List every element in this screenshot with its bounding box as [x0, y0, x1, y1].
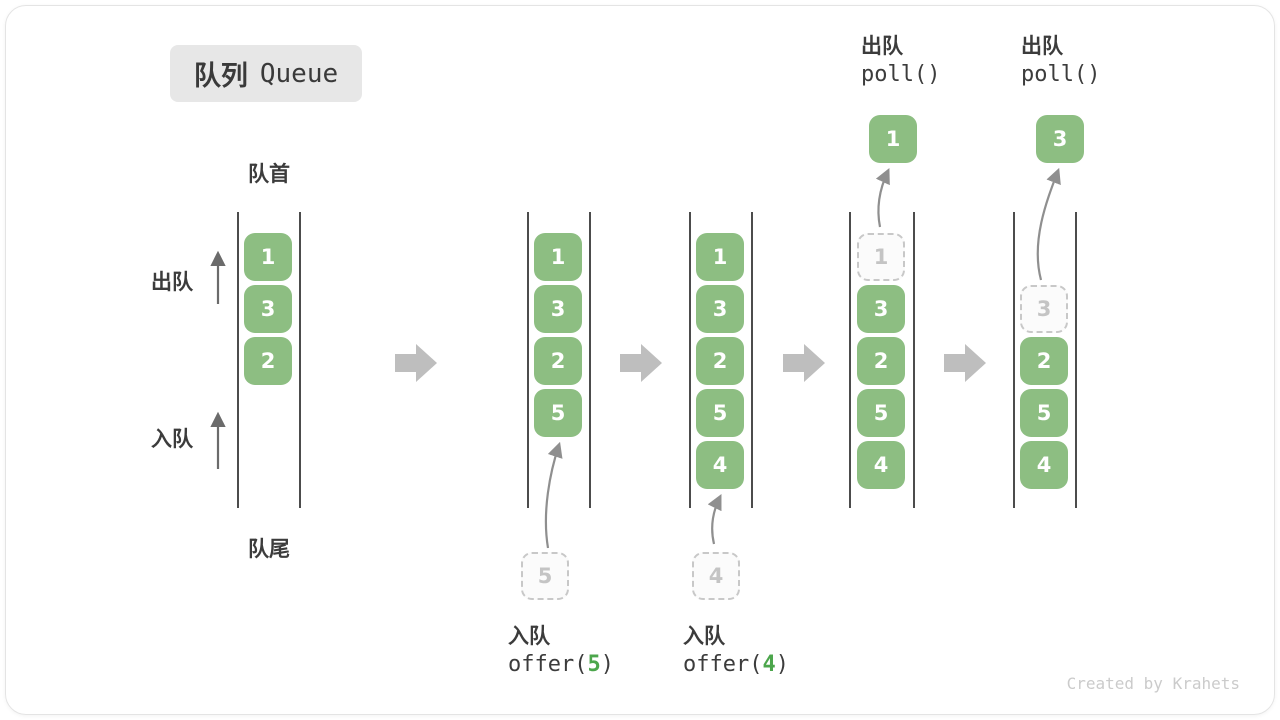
queue-slot: 1	[696, 233, 744, 281]
enqueue-caption: 入队	[683, 624, 725, 648]
slot-value: 4	[873, 453, 889, 477]
transition-arrow-2	[620, 344, 662, 382]
queue-slot: 2	[534, 337, 582, 385]
polled-value: 1	[885, 127, 901, 151]
watermark: Created by Krahets	[1066, 674, 1240, 693]
slot-value: 1	[260, 245, 276, 269]
queue-slot: 1	[534, 233, 582, 281]
queue-rail-right	[913, 212, 915, 508]
queue-rear-label: 队尾	[248, 537, 290, 561]
queue-front-label: 队首	[248, 162, 290, 186]
code-arg: 4	[762, 652, 776, 677]
transition-arrow-3	[783, 344, 825, 382]
queue-slot: 4	[1020, 441, 1068, 489]
slot-value: 1	[712, 245, 728, 269]
polled-value-box: 3	[1036, 115, 1084, 163]
pending-value: 4	[708, 564, 724, 588]
enqueue-arrow	[544, 441, 563, 549]
enqueue-side-label: 入队	[151, 427, 193, 451]
queue-rail-left	[527, 212, 529, 508]
enqueue-arrow	[707, 494, 722, 545]
queue-slot: 5	[696, 389, 744, 437]
pending-value: 5	[537, 564, 553, 588]
queue-slot: 2	[857, 337, 905, 385]
slot-value: 5	[550, 401, 566, 425]
queue-slot: 3	[696, 285, 744, 333]
poll-arrow	[875, 168, 890, 228]
slot-value: 2	[712, 349, 728, 373]
dequeue-side-label: 出队	[151, 270, 193, 294]
slot-value: 3	[550, 297, 566, 321]
slot-value: 3	[1036, 297, 1052, 321]
slot-value: 3	[873, 297, 889, 321]
queue-slot: 4	[696, 441, 744, 489]
queue-rail-right	[751, 212, 753, 508]
slot-value: 5	[873, 401, 889, 425]
code-pre: offer(	[508, 652, 588, 677]
slot-value: 5	[1036, 401, 1052, 425]
slot-value: 2	[873, 349, 889, 373]
slot-value: 2	[550, 349, 566, 373]
polled-value-box: 1	[869, 115, 917, 163]
dequeue-caption: 出队	[1021, 34, 1063, 58]
queue-rail-left	[689, 212, 691, 508]
dequeue-caption: 出队	[861, 34, 903, 58]
queue-slot: 3	[244, 285, 292, 333]
queue-slot: 2	[1020, 337, 1068, 385]
poll-arrow	[1036, 167, 1061, 281]
slot-value: 3	[712, 297, 728, 321]
queue-rail-right	[299, 212, 301, 508]
transition-arrow-4	[944, 344, 986, 382]
queue-slot: 3	[534, 285, 582, 333]
queue-slot: 2	[244, 337, 292, 385]
queue-slot-dashed: 1	[857, 233, 905, 281]
title-zh: 队列	[193, 61, 248, 92]
slot-value: 2	[1036, 349, 1052, 373]
slot-value: 2	[260, 349, 276, 373]
queue-slot: 5	[857, 389, 905, 437]
polled-value: 3	[1052, 127, 1068, 151]
canvas-rounded-border	[5, 5, 1275, 715]
dequeue-code: poll()	[1021, 62, 1101, 87]
queue-rail-left	[849, 212, 851, 508]
dequeue-code: poll()	[861, 62, 941, 87]
slot-value: 4	[1036, 453, 1052, 477]
queue-rail-left	[1013, 212, 1015, 508]
queue-rail-right	[589, 212, 591, 508]
enqueue-code: offer(5)	[508, 652, 614, 677]
slot-value: 4	[712, 453, 728, 477]
enqueue-caption: 入队	[508, 624, 550, 648]
code-pre: offer(	[683, 652, 763, 677]
queue-slot: 5	[534, 389, 582, 437]
enqueue-code: offer(4)	[683, 652, 789, 677]
transition-arrow-1	[395, 344, 437, 382]
slot-value: 1	[550, 245, 566, 269]
title-badge: 队列 Queue	[170, 45, 362, 102]
code-arg: 5	[587, 652, 601, 677]
slot-value: 1	[873, 245, 889, 269]
queue-rail-right	[1075, 212, 1077, 508]
queue-slot: 3	[857, 285, 905, 333]
queue-rail-left	[237, 212, 239, 508]
pending-enqueue-box: 5	[521, 552, 569, 600]
queue-slot: 2	[696, 337, 744, 385]
slot-value: 5	[712, 401, 728, 425]
queue-slot-dashed: 3	[1020, 285, 1068, 333]
queue-slot: 1	[244, 233, 292, 281]
slot-value: 3	[260, 297, 276, 321]
queue-slot: 4	[857, 441, 905, 489]
code-post: )	[775, 652, 789, 677]
pending-enqueue-box: 4	[692, 552, 740, 600]
code-post: )	[600, 652, 614, 677]
queue-slot: 5	[1020, 389, 1068, 437]
title-en: Queue	[259, 58, 339, 89]
